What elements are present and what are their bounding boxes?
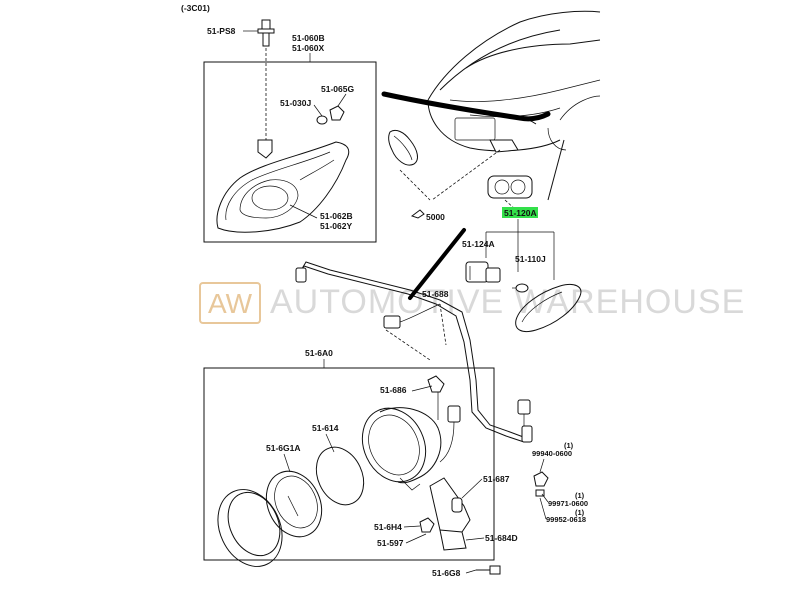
label-51-124a: 51-124A — [462, 239, 495, 249]
label-51-6a0: 51-6A0 — [305, 348, 333, 358]
watermark: AW AUTOMOTIVE WAREHOUSE — [199, 282, 745, 324]
label-51-614: 51-614 — [312, 423, 339, 433]
fog-lamp-assembly — [217, 375, 549, 575]
label-51-686: 51-686 — [380, 385, 407, 395]
clip-part — [257, 19, 275, 47]
vehicle-rear-view — [388, 10, 601, 199]
label-99940-0600: 99940-0600 — [532, 449, 572, 458]
corner-label: (-3C01) — [181, 3, 210, 13]
label-51-062y: 51-062Y — [320, 221, 352, 231]
wire-harness-688 — [295, 261, 533, 443]
label-51-6g1a: 51-6G1A — [266, 443, 301, 453]
qty-99952-0618: (1) — [575, 508, 585, 517]
highlight-51-120a — [502, 207, 538, 218]
label-51-062b: 51-062B — [320, 211, 353, 221]
label-51-688: 51-688 — [422, 289, 449, 299]
label-51-030j: 51-030J — [280, 98, 311, 108]
headlamp-assembly — [216, 139, 350, 233]
label-5000: 5000 — [426, 212, 445, 222]
label-51-6g8: 51-6G8 — [432, 568, 461, 578]
label-51-597: 51-597 — [377, 538, 404, 548]
label-51-6h4: 51-6H4 — [374, 522, 402, 532]
label-51-060x: 51-060X — [292, 43, 324, 53]
label-51-ps8: 51-PS8 — [207, 26, 236, 36]
qty-99971-0600: (1) — [575, 491, 585, 500]
headlamp-group — [203, 19, 377, 243]
label-51-110j: 51-110J — [515, 254, 546, 264]
label-51-687: 51-687 — [483, 474, 510, 484]
label-51-060b: 51-060B — [292, 33, 325, 43]
socket-124a — [465, 261, 501, 283]
label-99971-0600: 99971-0600 — [548, 499, 588, 508]
label-51-065g: 51-065G — [321, 84, 354, 94]
label-51-684d: 51-684D — [485, 533, 518, 543]
ref-5000: 5000 — [410, 209, 445, 222]
watermark-text: AUTOMOTIVE WAREHOUSE — [270, 283, 745, 321]
qty-99940-0600: (1) — [564, 441, 574, 450]
label-51-120a: 51-120A — [504, 208, 537, 218]
side-marker-lens — [515, 283, 582, 333]
watermark-badge: AW — [208, 288, 253, 319]
bulb-110j — [512, 283, 529, 293]
label-99952-0618: 99952-0618 — [546, 515, 586, 524]
